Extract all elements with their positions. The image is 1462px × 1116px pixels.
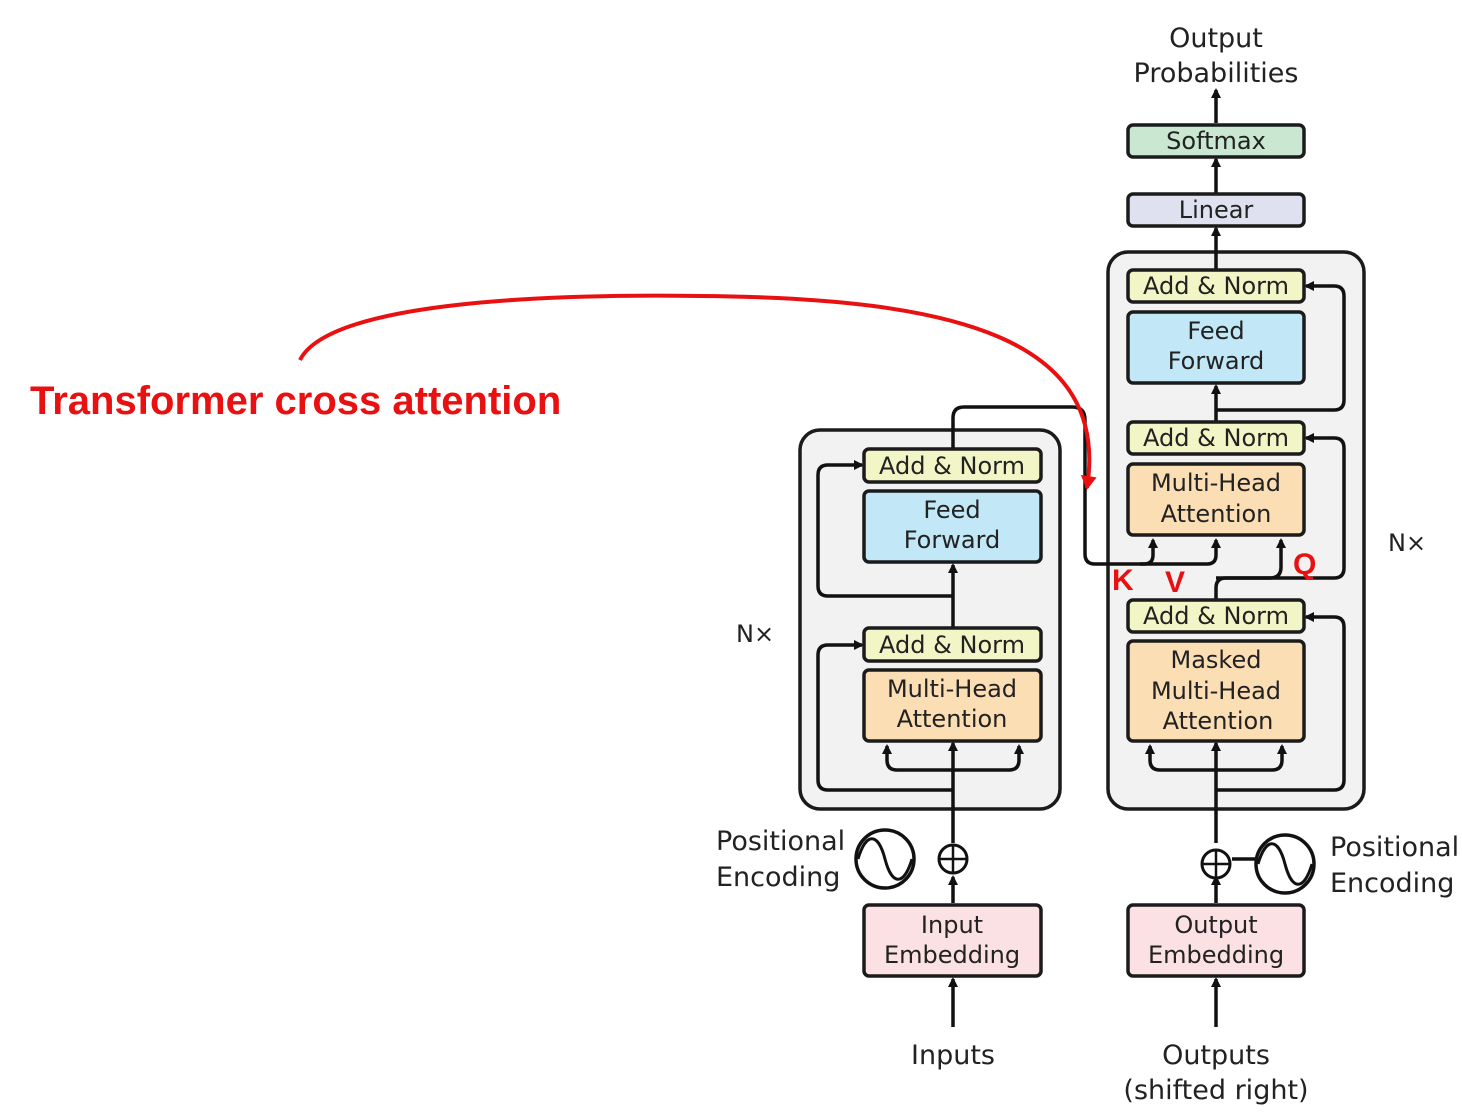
svg-text:Linear: Linear — [1179, 196, 1254, 224]
encoder-add-norm-top: Add & Norm — [862, 447, 1043, 484]
cross-attention-arrow — [298, 293, 1097, 490]
svg-text:Multi-Head: Multi-Head — [1151, 677, 1281, 705]
svg-text:Add & Norm: Add & Norm — [879, 452, 1025, 480]
svg-text:Embedding: Embedding — [1148, 941, 1284, 969]
svg-text:Softmax: Softmax — [1166, 127, 1266, 155]
value-label: V — [1165, 566, 1185, 599]
svg-text:Masked: Masked — [1171, 646, 1262, 674]
svg-text:Add & Norm: Add & Norm — [1143, 602, 1289, 630]
decoder-masked-attention: Masked Multi-Head Attention — [1126, 639, 1306, 743]
decoder-add-norm-mid: Add & Norm — [1126, 420, 1306, 456]
key-label: K — [1112, 564, 1134, 597]
output-probabilities-label-2: Probabilities — [1134, 58, 1299, 89]
svg-text:Multi-Head: Multi-Head — [1151, 469, 1281, 497]
encoder-multi-head-attention: Multi-Head Attention — [862, 668, 1043, 743]
encoder-repeat-label: N× — [736, 620, 774, 648]
decoder-add-norm-bottom: Add & Norm — [1126, 598, 1306, 634]
decoder-positional-encoding-label-2: Encoding — [1330, 868, 1454, 899]
decoder-feed-forward: Feed Forward — [1126, 310, 1306, 385]
encoder-sine-wave-icon — [854, 828, 916, 890]
encoder-positional-encoding-label-2: Encoding — [716, 862, 840, 893]
svg-text:Multi-Head: Multi-Head — [887, 675, 1017, 703]
svg-text:Forward: Forward — [1168, 347, 1265, 375]
decoder-add-norm-top: Add & Norm — [1126, 268, 1306, 304]
decoder-softmax: Softmax — [1126, 123, 1306, 159]
svg-text:Input: Input — [921, 911, 983, 939]
query-label: Q — [1293, 548, 1316, 581]
decoder-wires — [1145, 88, 1346, 1027]
encoder-feed-forward: Feed Forward — [862, 489, 1043, 564]
svg-text:Add & Norm: Add & Norm — [879, 631, 1025, 659]
svg-text:Forward: Forward — [904, 526, 1001, 554]
decoder-add-icon — [1200, 848, 1232, 880]
decoder-output-embedding: Output Embedding — [1126, 903, 1306, 978]
svg-text:Output: Output — [1174, 911, 1257, 939]
svg-text:Feed: Feed — [1187, 317, 1244, 345]
svg-text:Attention: Attention — [897, 705, 1008, 733]
encoder-inputs-label: Inputs — [911, 1040, 995, 1071]
decoder-positional-encoding-label: Positional — [1330, 832, 1459, 863]
decoder-outputs-shifted-label: (shifted right) — [1123, 1075, 1308, 1106]
encoder-add-norm-bottom: Add & Norm — [862, 626, 1043, 663]
output-probabilities-label: Output — [1169, 23, 1263, 54]
encoder-positional-encoding-label: Positional — [716, 826, 845, 857]
svg-text:Feed: Feed — [923, 496, 980, 524]
svg-text:Add & Norm: Add & Norm — [1143, 272, 1289, 300]
encoder-add-icon — [937, 843, 969, 875]
encoder-stack — [798, 428, 1062, 811]
decoder-cross-attention: Multi-Head Attention — [1126, 462, 1306, 537]
encoder-input-embedding: Input Embedding — [862, 903, 1043, 978]
decoder-outputs-label: Outputs — [1162, 1040, 1270, 1071]
cross-attention-title: Transformer cross attention — [30, 379, 561, 423]
svg-text:Attention: Attention — [1163, 707, 1274, 735]
decoder-repeat-label: N× — [1388, 529, 1426, 557]
decoder-sine-wave-icon — [1254, 833, 1316, 895]
svg-text:Embedding: Embedding — [884, 941, 1020, 969]
svg-text:Add & Norm: Add & Norm — [1143, 424, 1289, 452]
decoder-linear: Linear — [1126, 192, 1306, 228]
svg-text:Attention: Attention — [1161, 500, 1272, 528]
